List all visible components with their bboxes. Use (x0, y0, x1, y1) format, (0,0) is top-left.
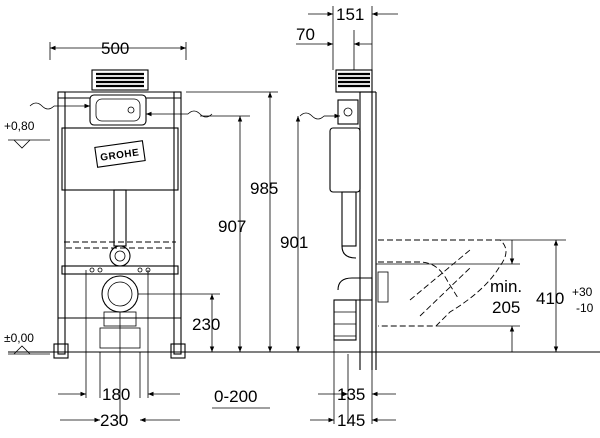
level-floor: ±0,00 (4, 331, 34, 345)
dim-depth-145: 145 (337, 411, 365, 430)
grohe-logo: GROHE (94, 140, 146, 168)
dim-height-985: 985 (250, 179, 278, 198)
dim-spacing-230: 230 (100, 411, 128, 430)
flush-plate (91, 69, 149, 91)
dim-adjust-range: 0-200 (214, 387, 257, 406)
dim-min-label: min. (490, 277, 522, 296)
dim-depth-135: 135 (337, 385, 365, 404)
level-top: +0,80 (4, 119, 35, 133)
dim-height-907: 907 (218, 217, 246, 236)
tolerance-minus: -10 (576, 301, 594, 315)
front-view: 500 +0,80 GROHE (4, 39, 600, 430)
dim-seat-height-410: 410 (536, 289, 564, 308)
tolerance-plus: +30 (572, 285, 593, 299)
side-view: 151 70 901 (280, 5, 594, 430)
dim-min-205: 205 (492, 298, 520, 317)
logo-text: GROHE (100, 147, 140, 163)
dim-spacing-180: 180 (102, 385, 130, 404)
dim-width-500: 500 (101, 39, 129, 58)
dim-height-901: 901 (280, 233, 308, 252)
dim-depth-151: 151 (336, 5, 364, 24)
dim-height-230: 230 (192, 315, 220, 334)
dim-depth-70: 70 (296, 25, 315, 44)
